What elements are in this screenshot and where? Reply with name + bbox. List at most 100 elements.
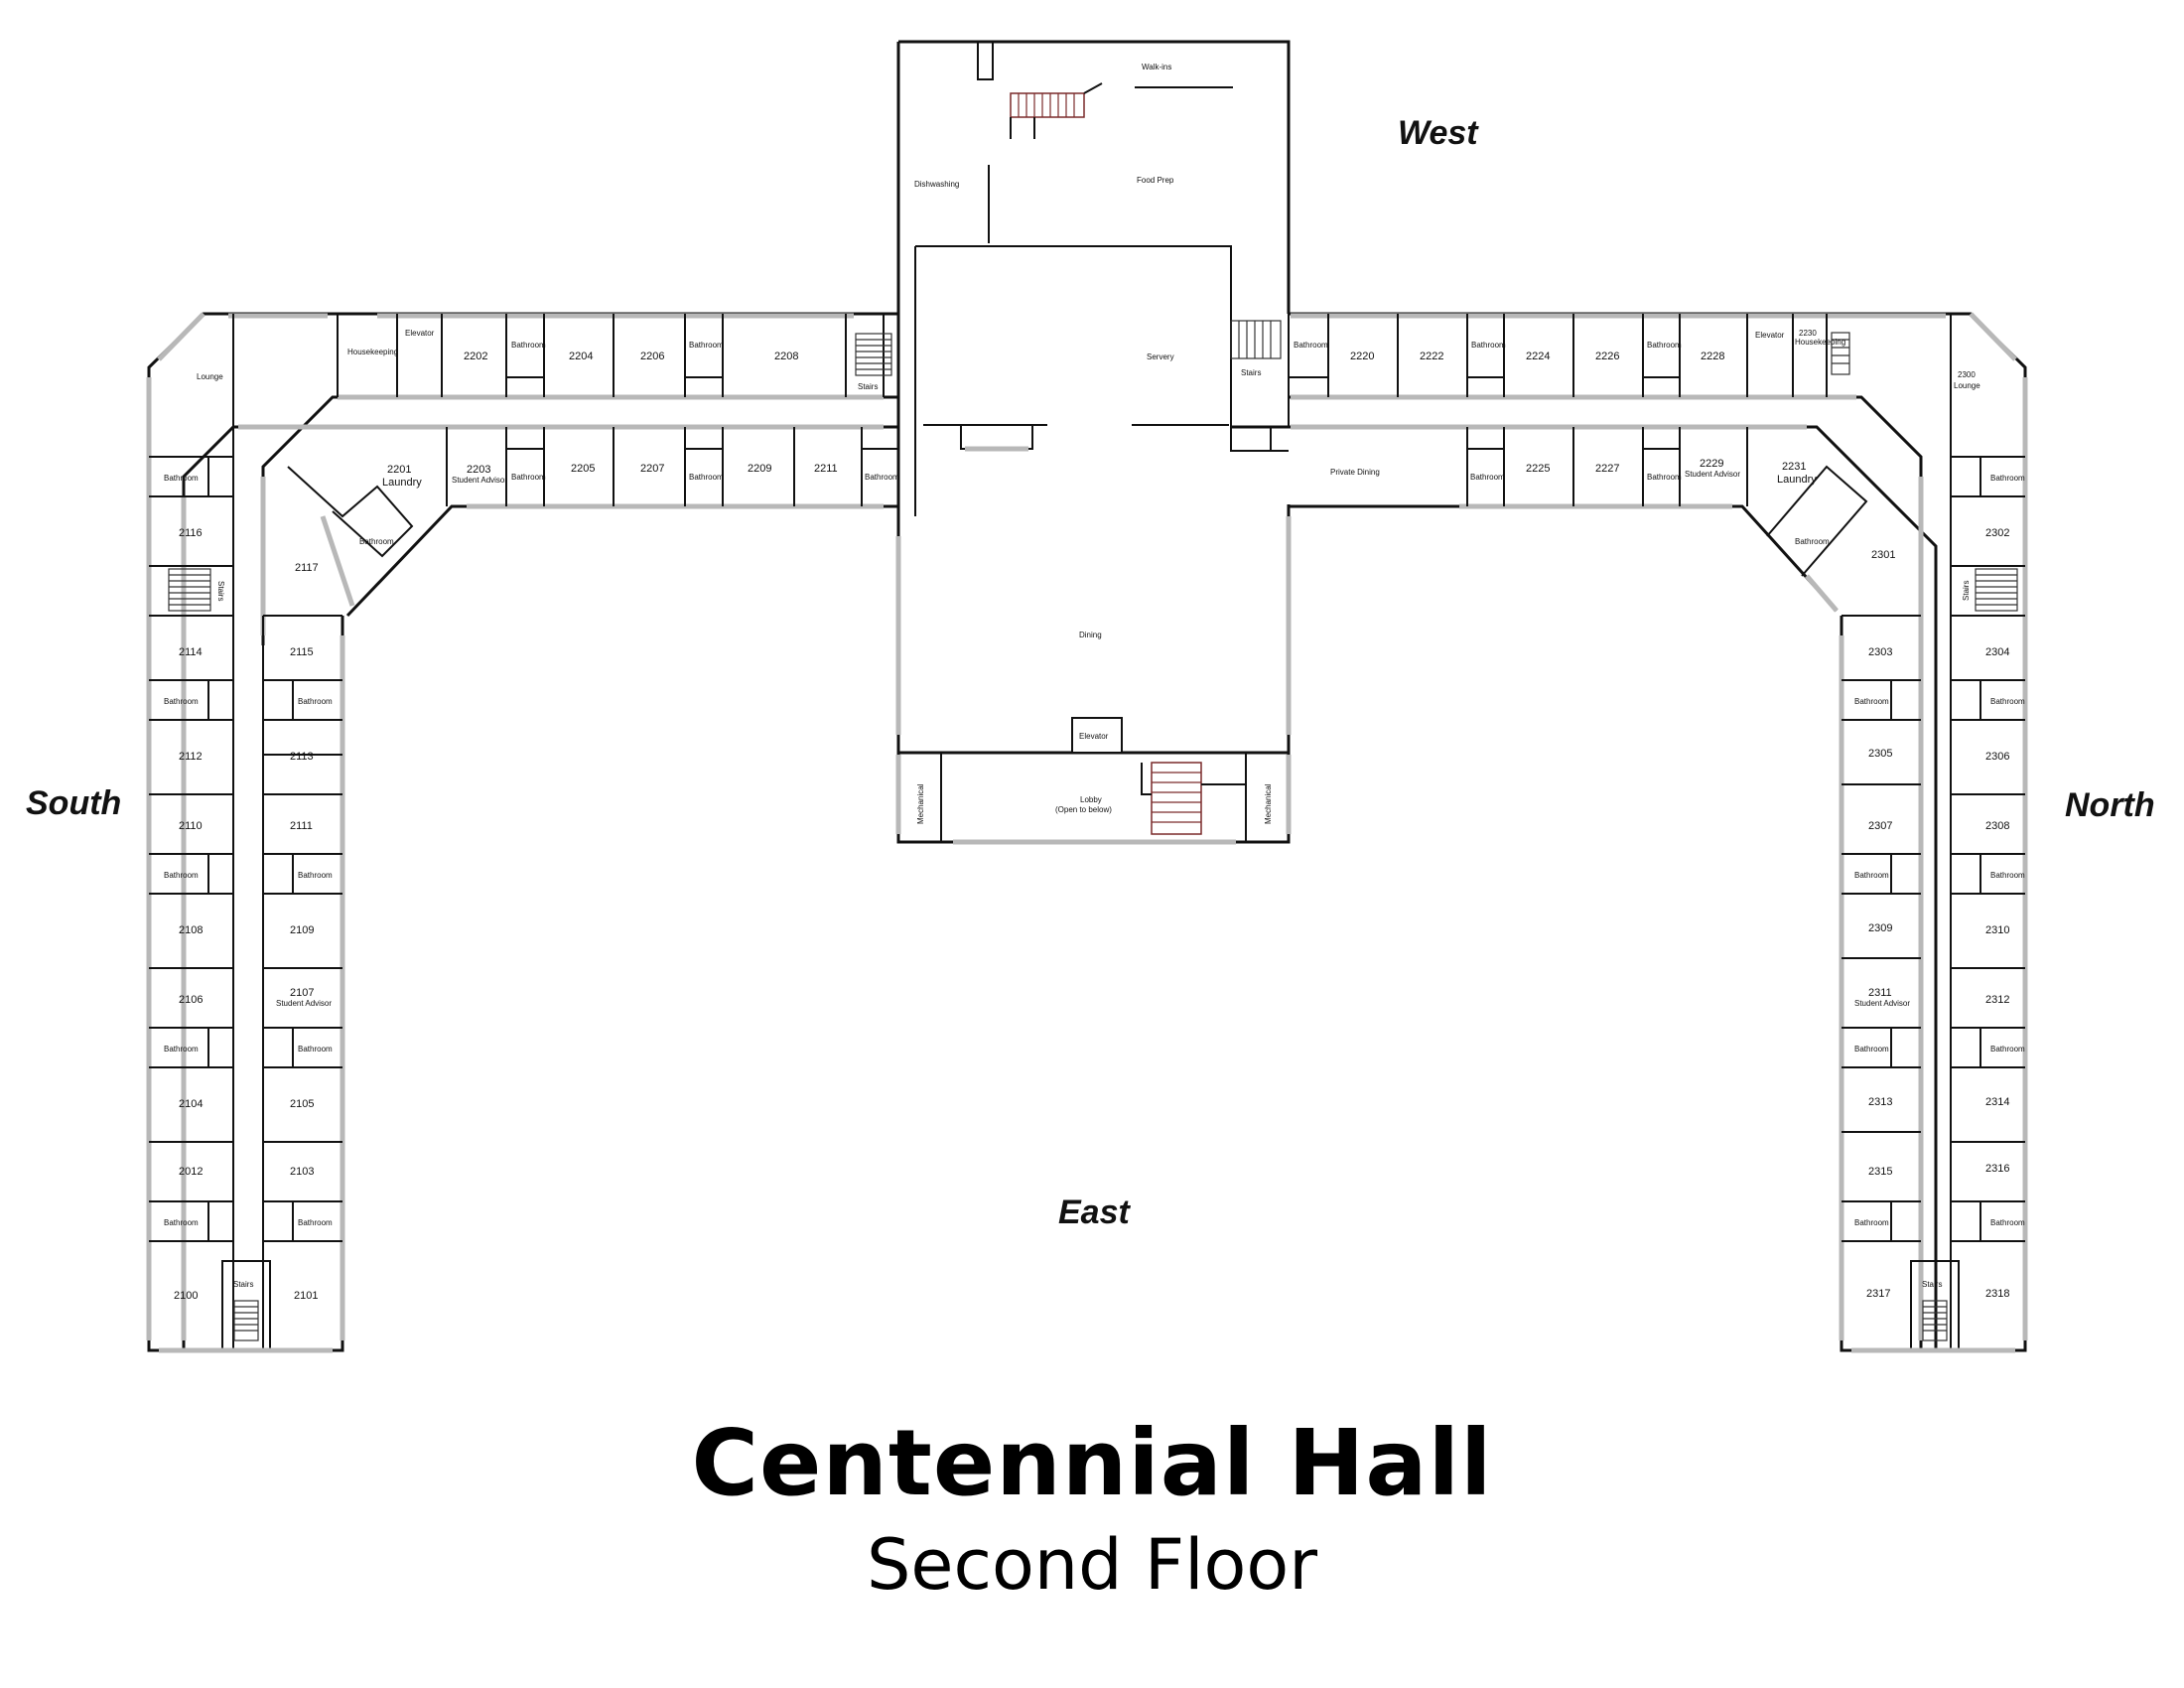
bathroom-2211: Bathroom bbox=[865, 473, 899, 482]
room-2231: 2231 bbox=[1782, 461, 1806, 473]
walk-ins-label: Walk-ins bbox=[1142, 63, 1171, 71]
room-2107: 2107 bbox=[290, 987, 314, 999]
south-wing: Bathroom 2116 Stairs 2114 Bathroom 2112 … bbox=[146, 312, 414, 1353]
bathroom-2225: Bathroom bbox=[1470, 473, 1505, 482]
room-2230: 2230 bbox=[1799, 329, 1817, 338]
compass-south: South bbox=[26, 784, 122, 822]
room-2211: 2211 bbox=[814, 463, 838, 475]
room-2114: 2114 bbox=[179, 646, 203, 658]
north-corner-stairs bbox=[1831, 332, 1850, 375]
room-2306: 2306 bbox=[1985, 751, 2009, 763]
private-dining-label: Private Dining bbox=[1330, 468, 1380, 477]
bathroom-s7: Bathroom bbox=[298, 871, 333, 880]
bathroom-2224: Bathroom bbox=[1471, 341, 1506, 350]
mechanical-right-label: Mechanical bbox=[1264, 783, 1273, 824]
bathroom-n3: Bathroom bbox=[1854, 1045, 1889, 1054]
room-2105: 2105 bbox=[290, 1098, 314, 1110]
bathroom-2229: Bathroom bbox=[1647, 473, 1682, 482]
room-2310: 2310 bbox=[1985, 924, 2009, 936]
bathroom-2228: Bathroom bbox=[1647, 341, 1682, 350]
bathroom-2117: Bathroom bbox=[359, 537, 394, 546]
bathroom-n6: Bathroom bbox=[1990, 697, 2025, 706]
room-2308: 2308 bbox=[1985, 820, 2009, 832]
room-2115: 2115 bbox=[290, 646, 314, 658]
compass-north: North bbox=[2065, 786, 2155, 824]
lounge-north-label: Lounge bbox=[1954, 381, 1980, 390]
lobby-note-label: (Open to below) bbox=[1055, 805, 1112, 814]
room-2228: 2228 bbox=[1701, 351, 1724, 362]
room-2112: 2112 bbox=[179, 751, 203, 763]
bathroom-s8: Bathroom bbox=[298, 1045, 333, 1054]
compass-east: East bbox=[1058, 1194, 1130, 1231]
room-2106: 2106 bbox=[179, 994, 203, 1006]
bathroom-2301: Bathroom bbox=[1795, 537, 1830, 546]
north-wing: Bathroom 2301 2303 Bathroom 2305 2307 Ba… bbox=[1766, 312, 2028, 1353]
room-2220: 2220 bbox=[1350, 351, 1374, 362]
room-2103: 2103 bbox=[290, 1166, 314, 1178]
room-2113: 2113 bbox=[290, 751, 314, 763]
bathroom-n8: Bathroom bbox=[1990, 1045, 2025, 1054]
room-2209: 2209 bbox=[748, 463, 771, 475]
bathroom-s6: Bathroom bbox=[298, 697, 333, 706]
west-left-wing: Lounge Housekeeping Elevator 2202 Bathro… bbox=[147, 312, 899, 1352]
room-2109: 2109 bbox=[290, 924, 314, 936]
room-2300: 2300 bbox=[1958, 370, 1976, 379]
bathroom-s4: Bathroom bbox=[164, 1045, 199, 1054]
advisor-2107: Student Advisor bbox=[276, 999, 332, 1008]
north-wing-stairs bbox=[1975, 568, 2018, 612]
bathroom-s1: Bathroom bbox=[164, 474, 199, 483]
room-2312: 2312 bbox=[1985, 994, 2009, 1006]
room-2225: 2225 bbox=[1526, 463, 1550, 475]
room-2207: 2207 bbox=[640, 463, 664, 475]
room-2104: 2104 bbox=[179, 1098, 203, 1110]
stairs-south-label: Stairs bbox=[216, 581, 225, 601]
room-2205: 2205 bbox=[571, 463, 595, 475]
servery-label: Servery bbox=[1147, 352, 1174, 361]
room-2315: 2315 bbox=[1868, 1166, 1892, 1178]
elevator-north-label: Elevator bbox=[1755, 331, 1785, 340]
bathroom-s3: Bathroom bbox=[164, 871, 199, 880]
page-title: Centennial Hall bbox=[691, 1410, 1493, 1516]
room-2116: 2116 bbox=[179, 527, 203, 539]
elevator-label: Elevator bbox=[405, 329, 435, 338]
room-2108: 2108 bbox=[179, 924, 203, 936]
dining-label: Dining bbox=[1079, 631, 1102, 639]
room-2314: 2314 bbox=[1985, 1096, 2009, 1108]
room-2229: 2229 bbox=[1700, 458, 1723, 470]
elevator-center-label: Elevator bbox=[1079, 732, 1109, 741]
room-2204: 2204 bbox=[569, 351, 593, 362]
room-2226: 2226 bbox=[1595, 351, 1619, 362]
dishwashing-label: Dishwashing bbox=[914, 180, 959, 189]
room-2227: 2227 bbox=[1595, 463, 1619, 475]
bathroom-s5: Bathroom bbox=[164, 1218, 199, 1227]
housekeeping-2230: Housekeeping bbox=[1795, 338, 1845, 347]
kitchen-stairs bbox=[1010, 82, 1103, 139]
room-2206: 2206 bbox=[640, 351, 664, 362]
room-2202: 2202 bbox=[464, 351, 487, 362]
bathroom-2203: Bathroom bbox=[511, 473, 546, 482]
laundry-2231: Laundry bbox=[1777, 474, 1817, 486]
room-2222: 2222 bbox=[1420, 351, 1443, 362]
room-2301: 2301 bbox=[1871, 549, 1895, 561]
room-2111: 2111 bbox=[290, 820, 313, 832]
room-2318: 2318 bbox=[1985, 1288, 2009, 1300]
room-2101: 2101 bbox=[294, 1290, 318, 1302]
bathroom-n9: Bathroom bbox=[1990, 1218, 2025, 1227]
room-2012: 2012 bbox=[179, 1166, 203, 1178]
food-prep-label: Food Prep bbox=[1137, 176, 1174, 185]
room-2117: 2117 bbox=[295, 562, 319, 574]
bathroom-s9: Bathroom bbox=[298, 1218, 333, 1227]
bathroom-n5: Bathroom bbox=[1990, 474, 2025, 483]
room-2303: 2303 bbox=[1868, 646, 1892, 658]
room-2304: 2304 bbox=[1985, 646, 2009, 658]
room-2201: 2201 bbox=[387, 464, 411, 476]
room-2311: 2311 bbox=[1868, 987, 1892, 999]
room-2309: 2309 bbox=[1868, 922, 1892, 934]
advisor-2311: Student Advisor bbox=[1854, 999, 1910, 1008]
housekeeping-label: Housekeeping bbox=[347, 348, 398, 356]
stairs-south-bottom-label: Stairs bbox=[233, 1280, 253, 1289]
page-subtitle: Second Floor bbox=[866, 1524, 1317, 1606]
room-2316: 2316 bbox=[1985, 1163, 2009, 1175]
bathroom-s2: Bathroom bbox=[164, 697, 199, 706]
stairs-west-left-label: Stairs bbox=[858, 382, 878, 391]
